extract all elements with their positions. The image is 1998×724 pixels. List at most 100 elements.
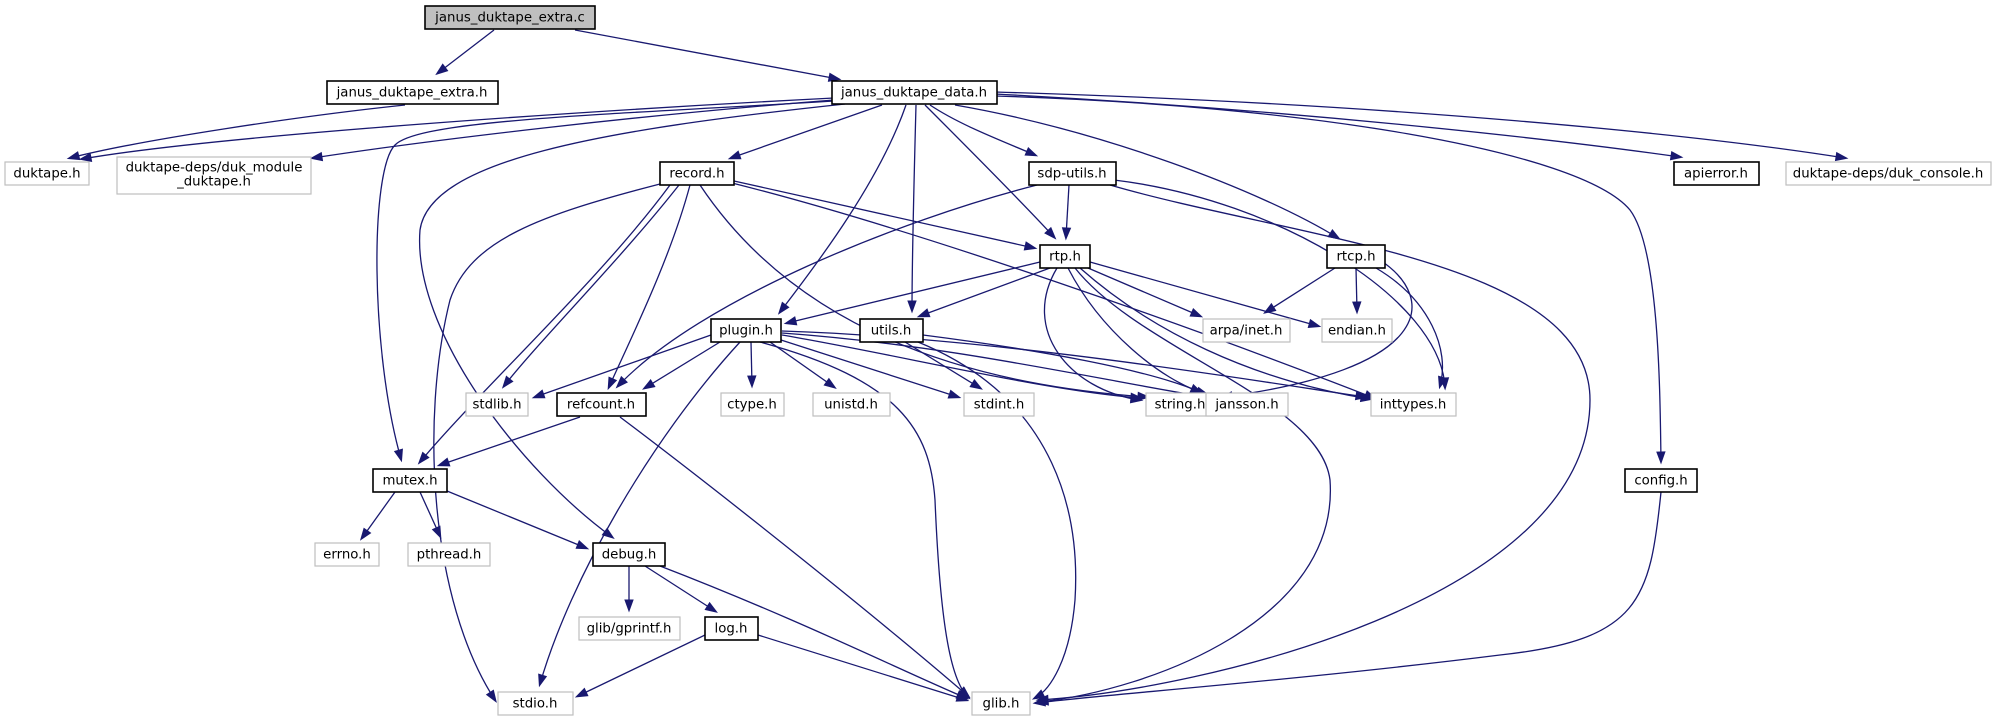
edge-rtp.h-to-glib.h (1038, 267, 1331, 703)
arrowhead (1044, 226, 1057, 240)
node-jansson-h[interactable]: jansson.h (1205, 392, 1289, 417)
node-label: refcount.h (567, 398, 635, 413)
edge-janus_duktape_data.h-to-rtcp.h (954, 104, 1339, 239)
node-janus-duktape-data-h[interactable]: janus_duktape_data.h (831, 80, 998, 105)
edge-janus_duktape_data.h-to-debug.h (419, 103, 846, 538)
edge-rtcp.h-to-arpa/inet.h (1265, 267, 1336, 313)
arrowhead (615, 375, 628, 389)
node-glib-gprintf-h[interactable]: glib/gprintf.h (578, 616, 681, 641)
node-label: string.h (1155, 398, 1206, 413)
node-label: glib/gprintf.h (587, 622, 672, 637)
node-apierror-h[interactable]: apierror.h (1673, 161, 1760, 186)
node-label: mutex.h (382, 474, 437, 489)
edge-janus_duktape_data.h-to-utils.h (911, 104, 917, 311)
edge-plugin.h-to-string.h (781, 334, 1141, 399)
node-label: unistd.h (824, 398, 878, 413)
node-label: jansson.h (1214, 398, 1278, 413)
node-label: sdp-utils.h (1037, 167, 1106, 182)
arrowhead (66, 151, 81, 161)
arrowhead (1263, 302, 1277, 314)
edge-rtp.h-to-arpa/inet.h (1087, 267, 1201, 317)
edge-rtcp.h-to-string.h (1222, 259, 1413, 398)
arrowhead (1031, 689, 1046, 700)
node-label: debug.h (602, 548, 657, 563)
arrowhead (1189, 383, 1204, 394)
node-unistd-h[interactable]: unistd.h (812, 392, 891, 417)
node-label: log.h (715, 622, 748, 637)
node-janus-duktape-extra-c[interactable]: janus_duktape_extra.c (424, 5, 596, 30)
node-janus-duktape-extra-h[interactable]: janus_duktape_extra.h (326, 80, 499, 105)
edge-janus_duktape_extra.h-to-duktape.h (69, 104, 406, 159)
arrowhead (624, 599, 634, 613)
node-stdlib-h[interactable]: stdlib.h (465, 392, 529, 417)
node-pthread-h[interactable]: pthread.h (407, 542, 491, 567)
node-mutex-h[interactable]: mutex.h (372, 468, 448, 493)
arrowhead (575, 540, 590, 550)
node-label: plugin.h (719, 324, 773, 339)
arrowhead (642, 379, 656, 390)
node-ctype-h[interactable]: ctype.h (720, 392, 785, 417)
arrowhead (607, 376, 618, 391)
edge-rtp.h-to-jansson.h (1067, 267, 1207, 395)
edge-rtp.h-to-utils.h (919, 267, 1051, 317)
edge-record.h-to-rtp.h (733, 180, 1035, 249)
arrowhead (1023, 241, 1038, 251)
node-glib-h[interactable]: glib.h (971, 691, 1031, 716)
node-endian-h[interactable]: endian.h (1321, 318, 1393, 343)
edge-janus_duktape_data.h-to-config.h (994, 95, 1662, 462)
node-label: stdint.h (974, 398, 1025, 413)
arrowhead (431, 525, 442, 540)
arrowhead (783, 316, 798, 326)
node-refcount-h[interactable]: refcount.h (556, 392, 647, 417)
edge-janus_duktape_data.h-to-sdp-utils.h (929, 104, 1036, 156)
node-stdio-h[interactable]: stdio.h (497, 691, 574, 716)
node-duk-console-h[interactable]: duktape-deps/duk_console.h (1785, 161, 1992, 186)
arrowhead (704, 601, 718, 613)
node-string-h[interactable]: string.h (1145, 392, 1216, 417)
node-stdint-h[interactable]: stdint.h (963, 392, 1035, 417)
arrowhead (538, 673, 548, 688)
node-label: pthread.h (417, 548, 482, 563)
node-log-h[interactable]: log.h (704, 616, 759, 641)
node-inttypes-h[interactable]: inttypes.h (1370, 392, 1457, 417)
edge-record.h-to-string.h (699, 184, 1148, 398)
edge-janus_duktape_data.h-to-duktape.h (81, 97, 835, 160)
node-rtp-h[interactable]: rtp.h (1039, 244, 1091, 269)
edge-utils.h-to-stdint.h (904, 341, 981, 389)
edge-janus_duktape_data.h-to-rtp.h (924, 104, 1055, 238)
edge-janus_duktape_data.h-to-apierror.h (994, 93, 1681, 158)
arrowhead (1032, 697, 1046, 707)
arrowhead (574, 687, 589, 698)
node-label: utils.h (871, 324, 912, 339)
arrowhead (1352, 301, 1362, 315)
edge-plugin.h-to-jansson.h (781, 332, 1201, 397)
node-duk-module-duktape-h[interactable]: duktape-deps/duk_module _duktape.h (116, 156, 312, 195)
edge-plugin.h-to-unistd.h (769, 341, 835, 388)
arrowhead (907, 300, 917, 314)
node-label: janus_duktape_extra.h (336, 86, 488, 101)
node-errno-h[interactable]: errno.h (314, 542, 380, 567)
node-record-h[interactable]: record.h (659, 161, 735, 186)
node-rtcp-h[interactable]: rtcp.h (1326, 244, 1386, 269)
dependency-nodes: janus_duktape_extra.c janus_duktape_extr… (4, 5, 1992, 716)
arrowhead (1438, 375, 1448, 390)
arrowhead (1307, 318, 1322, 328)
node-utils-h[interactable]: utils.h (859, 318, 924, 343)
node-label: duktape-deps/duk_console.h (1793, 167, 1984, 182)
arrowhead (916, 308, 931, 318)
node-sdp-utils-h[interactable]: sdp-utils.h (1028, 161, 1117, 186)
arrowhead (309, 151, 324, 162)
edge-log.h-to-glib.h (757, 634, 967, 701)
node-label: rtp.h (1049, 250, 1081, 265)
arrowhead (359, 527, 372, 541)
node-plugin-h[interactable]: plugin.h (710, 318, 782, 343)
edge-utils.h-to-jansson.h (922, 334, 1201, 393)
node-arpa-inet-h[interactable]: arpa/inet.h (1202, 318, 1291, 343)
node-debug-h[interactable]: debug.h (592, 542, 666, 567)
edge-record.h-to-mutex.h (419, 184, 671, 463)
node-duktape-h[interactable]: duktape.h (4, 161, 90, 186)
node-config-h[interactable]: config.h (1624, 468, 1698, 493)
edge-refcount.h-to-glib.h (619, 416, 969, 697)
node-label: endian.h (1328, 324, 1386, 339)
